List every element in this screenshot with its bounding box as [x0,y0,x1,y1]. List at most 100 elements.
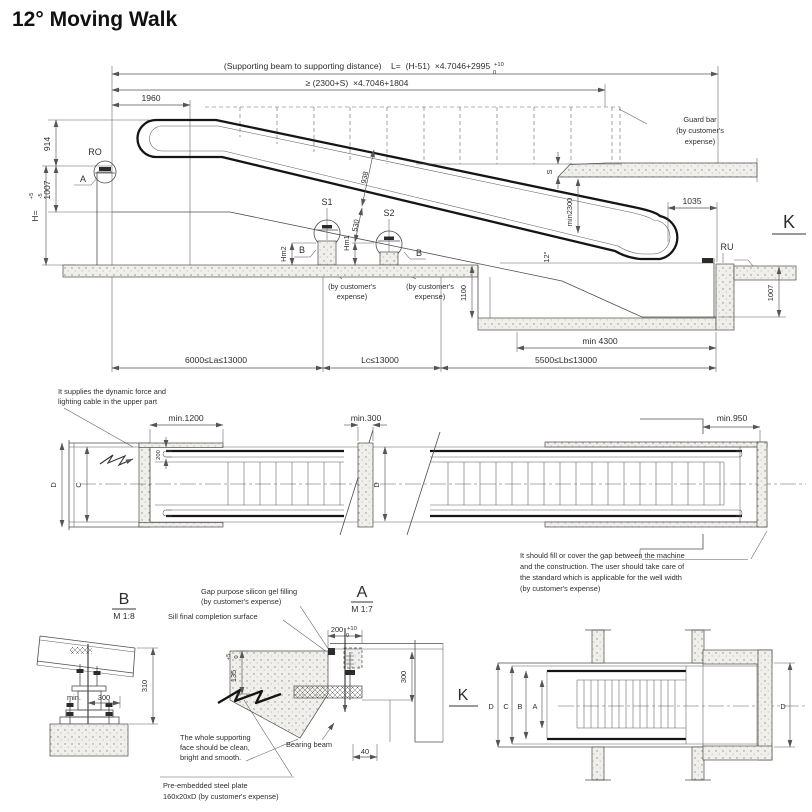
gel-note: Gap purpose silicon gel filling [201,587,297,596]
well-edge-right-bottom [544,521,768,528]
dim-H-tol-plus: +5 [29,193,35,200]
support-RU: RU [702,242,734,263]
support-RO: RO A [74,147,117,186]
svg-text:(by customer's: (by customer's [406,282,454,291]
detail-a-title: A [357,584,368,601]
gap-note: It should fill or cover the gap between … [520,530,768,593]
guard-bar-callout: Guard bar (by customer's expense) [618,108,724,146]
dim-min2300: min2300 [565,198,574,226]
svg-text:B: B [416,248,422,258]
support-S1: S1 B Hm2 [279,197,341,266]
detail-b-title: B [119,591,130,608]
dim-Lc: Lc≤13000 [361,355,399,365]
dim-B-section: B [518,702,523,711]
dim-D-mid: D [372,482,381,487]
power-supply-arrow [99,454,134,467]
section-walls [585,629,711,781]
dim-H-tol-minus: -5 [38,193,44,198]
svg-text:expense): expense) [337,292,367,301]
truss-bottom-chord [112,211,716,318]
dim-1035: 1035 [682,196,701,206]
concrete-break-zigzag [217,688,282,705]
dim-200-a: 200 [331,625,343,634]
dim-min300: min.300 [351,413,382,423]
svg-text:RO: RO [88,147,102,157]
svg-text:and the construction. The user: and the construction. The user should ta… [520,562,685,571]
dim-1100: 1100 [459,285,468,301]
dim-H: H= [30,210,40,221]
tol200-zero: 0 [346,633,349,639]
svg-text:It should fill or cover the ga: It should fill or cover the gap between … [520,551,685,560]
svg-text:expense): expense) [685,137,715,146]
tol-plus10: +10 [494,62,504,68]
dim-D-section-right: D [780,702,785,711]
dim-La: 6000≤La≤13000 [185,355,247,365]
handrail-inner-line [149,125,671,255]
section-pit-wall [702,649,773,761]
svg-text:lighting cable in the upper pa: lighting cable in the upper part [58,397,157,406]
well-edge-left [138,442,151,528]
svg-text:S1: S1 [321,197,332,207]
dim-S: S [545,169,554,174]
svg-text:Hm2: Hm2 [279,246,288,262]
dim-1960: 1960 [141,93,160,103]
detail-b: B M 1:8 min. 300 [36,591,158,757]
dim-310: 310 [140,680,149,692]
svg-text:160x20xD (by customer's expens: 160x20xD (by customer's expense) [163,792,279,801]
dim-C-section: C [503,702,509,711]
upper-floor-slab [557,162,758,178]
svg-text:expense): expense) [415,292,445,301]
section-k: K [449,629,806,781]
dim-200-plan: 200 [156,450,162,460]
dim-2300s: ≥ (2300+S) ×4.7046+1804 [306,78,409,88]
dim-supporting-distance: (Supporting beam to supporting distance)… [224,61,491,71]
dim-angle-12: 12° [542,251,551,262]
support-S2: S2 B Hm1 [342,208,426,266]
dim-300-b: 300 [98,693,110,702]
svg-text:Guard bar: Guard bar [683,115,717,124]
svg-text:A: A [80,174,86,184]
dim-D-left: D [49,482,58,487]
sill-note: Sill final completion surface [168,612,258,621]
tol135-plus: +5 [226,654,232,661]
section-k-title: K [458,687,469,704]
dim-530: 530 [350,219,361,233]
svg-text:Bearing beam: Bearing beam [286,740,332,749]
silicon-gel [328,648,335,655]
handrail-outline [136,118,679,261]
supply-note: It supplies the dynamic force and lighti… [58,387,166,448]
tol-zero: 0 [493,70,496,76]
tol200-plus: +10 [347,626,357,632]
svg-text:It supplies the dynamic force: It supplies the dynamic force and [58,387,166,396]
dim-1007-left: 1007 [42,180,52,199]
svg-text:The whole supporting: The whole supporting [180,733,251,742]
dim-914: 914 [42,137,52,152]
plate-note: Pre-embedded steel plate 160x20xD (by cu… [160,699,294,801]
detail-b-foundation [49,723,129,757]
face-note: The whole supporting face should be clea… [180,733,299,762]
page-title: 12° Moving Walk [12,8,177,31]
svg-text:Hm1: Hm1 [342,235,351,251]
svg-text:RU: RU [721,242,734,252]
bearing-beam-label: Bearing beam [286,722,335,749]
bearing-beam [293,685,363,699]
detail-a: Gap purpose silicon gel filling (by cust… [160,584,444,801]
svg-text:(by customer's: (by customer's [328,282,376,291]
section-treads [583,680,676,728]
tol135-zero: 0 [234,655,240,658]
detail-b-scale: M 1:8 [113,611,135,621]
pit-floor [477,317,717,331]
svg-text:B: B [299,245,305,255]
lower-floor-slab [62,264,479,278]
detail-a-scale: M 1:7 [351,604,373,614]
dim-40: 40 [361,747,369,756]
pit-right-wall [715,263,735,331]
dim-C-left: C [74,482,83,488]
dim-min950: min.950 [717,413,748,423]
svg-text:(by customer's: (by customer's [676,126,724,135]
pallet-treads-right [447,462,721,505]
plan-view: It supplies the dynamic force and lighti… [49,387,806,593]
dim-min4300: min 4300 [582,336,618,346]
